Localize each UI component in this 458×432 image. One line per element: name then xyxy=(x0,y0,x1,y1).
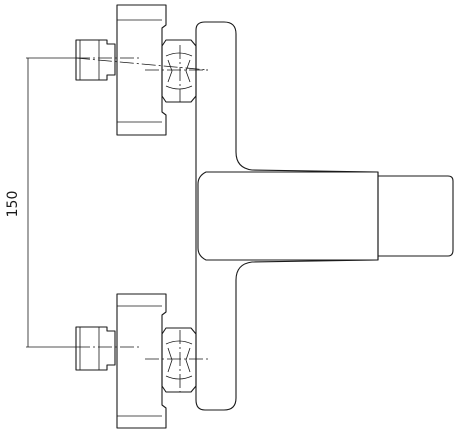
top-hex-nut-facet-4 xyxy=(185,59,191,83)
spout-outlet xyxy=(377,175,454,257)
bottom-hex-nut-facet-2 xyxy=(165,375,193,380)
mixer-body-outline xyxy=(195,21,379,411)
top-connector xyxy=(75,4,197,136)
top-escutcheon xyxy=(116,4,167,136)
bottom-hex-nut-facet-4 xyxy=(185,347,191,373)
bottom-escutcheon xyxy=(116,293,167,429)
bottom-hex-nut-facet-1 xyxy=(165,340,193,345)
center-line-top xyxy=(75,57,209,71)
top-hex-nut-facet-2 xyxy=(165,85,193,90)
center-lines xyxy=(75,45,209,392)
top-inlet-pipe xyxy=(75,39,116,81)
dimension-annotation: 150 xyxy=(5,57,76,348)
spout-face xyxy=(197,171,379,261)
bottom-hex-nut xyxy=(161,327,197,393)
top-hex-nut xyxy=(161,39,197,103)
bottom-hex-nut-facet-3 xyxy=(167,347,173,373)
dimension-label: 150 xyxy=(5,191,21,218)
bottom-inlet-pipe xyxy=(75,326,116,371)
mixer-body xyxy=(195,21,454,411)
top-hex-nut-facet-1 xyxy=(165,52,193,57)
top-hex-nut-facet-3 xyxy=(167,59,173,83)
bottom-connector xyxy=(75,293,197,429)
